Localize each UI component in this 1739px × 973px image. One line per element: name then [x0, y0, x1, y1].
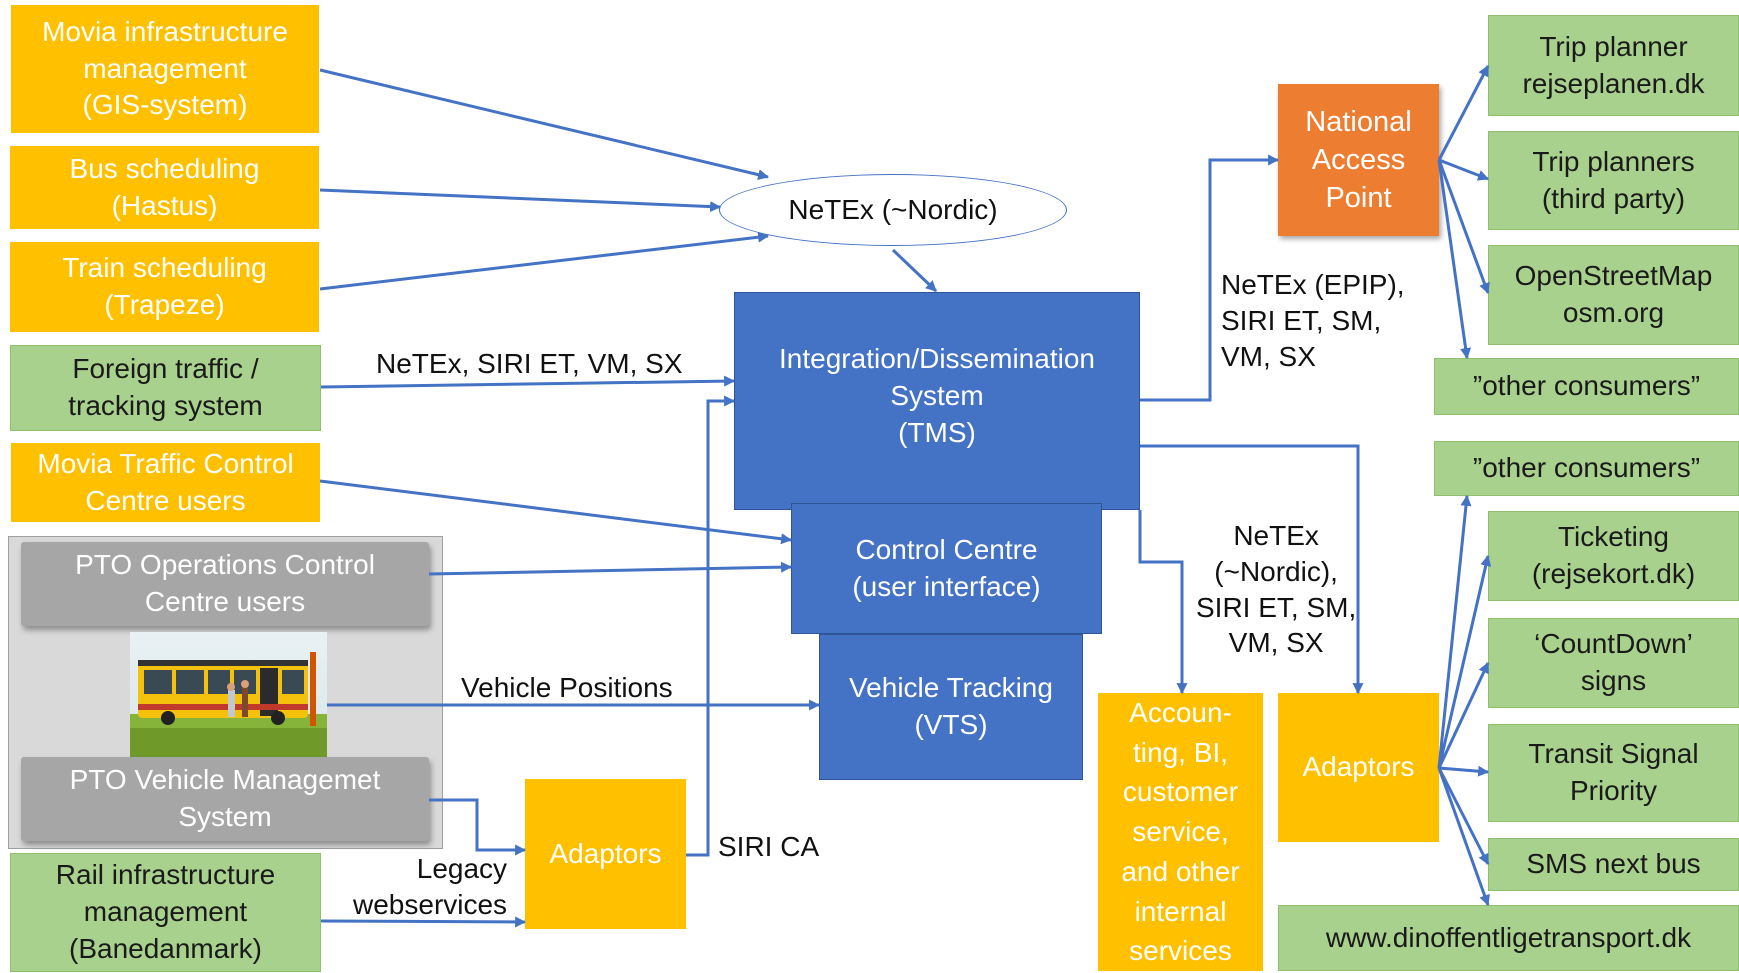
arrow-tcc-to-control — [319, 479, 793, 545]
label-legacy-webservices: Legacy webservices — [353, 853, 508, 920]
label-adaptor-formats: NeTEx (~Nordic), SIRI ET, SM, VM, SX — [1196, 520, 1357, 659]
arrow-nap-to-other — [1437, 159, 1472, 360]
arrow-gis-to-netex — [319, 68, 770, 181]
arrow-adaptors-to-tsp — [1438, 765, 1490, 777]
pto-vehicle-mgmt-box: PTO Vehicle Managemet System — [21, 757, 429, 841]
arrow-nap-to-tripplanner — [1437, 65, 1490, 161]
arrow-train-to-netex — [319, 231, 770, 291]
accounting-box: Accoun- ting, BI, customer service, and … — [1098, 693, 1263, 971]
transit-signal-priority-box: Transit Signal Priority — [1488, 724, 1739, 822]
arrow-tms-to-accounting — [1138, 510, 1188, 695]
openstreetmap-box: OpenStreetMap osm.org — [1488, 245, 1739, 345]
arrow-nap-to-osm — [1437, 159, 1490, 295]
arrow-bus-to-netex — [319, 188, 722, 213]
ticketing-box: Ticketing (rejsekort.dk) — [1488, 511, 1739, 601]
movia-tcc-users-box: Movia Traffic Control Centre users — [11, 443, 320, 522]
bus-scheduling-box: Bus scheduling (Hastus) — [10, 146, 319, 229]
bus-image-icon — [130, 632, 327, 757]
netex-nordic-ellipse: NeTEx (~Nordic) — [719, 174, 1067, 246]
arrow-rail-to-adaptors — [320, 916, 527, 928]
foreign-traffic-box: Foreign traffic / tracking system — [10, 345, 321, 431]
arrow-tms-to-adaptors-right — [1140, 444, 1364, 695]
arrow-adaptors-to-tms — [686, 395, 736, 857]
label-nap-formats: NeTEx (EPIP), SIRI ET, SM, VM, SX — [1221, 269, 1405, 372]
arrow-ptovms-to-adaptors — [429, 798, 527, 856]
dinoffentligetransport-box: www.dinoffentligetransport.dk — [1278, 905, 1739, 971]
tms-box: Integration/Dissemination System (TMS) — [734, 292, 1140, 510]
adaptors-right-box: Adaptors — [1278, 693, 1439, 842]
arrow-tms-to-nap — [1140, 154, 1280, 402]
movia-infrastructure-box: Movia infrastructure management (GIS-sys… — [11, 5, 319, 133]
national-access-point-box: National Access Point — [1278, 84, 1439, 236]
arrow-adaptors-to-dinoffentlige — [1437, 767, 1490, 907]
arrow-ptoops-to-control — [428, 561, 793, 576]
label-siri-ca: SIRI CA — [718, 831, 820, 862]
control-centre-box: Control Centre (user interface) — [791, 503, 1102, 634]
rail-infrastructure-box: Rail infrastructure management (Banedanm… — [10, 853, 321, 972]
sms-next-bus-box: SMS next bus — [1488, 838, 1739, 891]
arrow-nap-to-thirdparty — [1438, 158, 1490, 181]
countdown-signs-box: ‘CountDown’ signs — [1488, 618, 1739, 708]
adaptors-left-box: Adaptors — [525, 779, 686, 929]
bus-photo — [130, 632, 327, 757]
train-scheduling-box: Train scheduling (Trapeze) — [10, 242, 319, 332]
arrow-foreign-to-tms — [320, 375, 736, 389]
arrow-adaptors-to-other — [1437, 494, 1472, 769]
vts-box: Vehicle Tracking (VTS) — [819, 634, 1083, 780]
other-consumers-top-box: ”other consumers” — [1434, 358, 1739, 415]
label-vehicle-positions: Vehicle Positions — [461, 672, 673, 703]
label-netex-siri-et-vm-sx: NeTEx, SIRI ET, VM, SX — [376, 348, 683, 379]
arrow-adaptors-to-ticketing — [1437, 554, 1492, 769]
arrow-netex-to-tms — [891, 248, 938, 293]
trip-planner-box: Trip planner rejseplanen.dk — [1488, 15, 1739, 116]
pto-ops-control-box: PTO Operations Control Centre users — [21, 542, 429, 626]
arrow-adaptors-to-sms — [1437, 767, 1490, 865]
arrow-adaptors-to-countdown — [1437, 662, 1490, 769]
